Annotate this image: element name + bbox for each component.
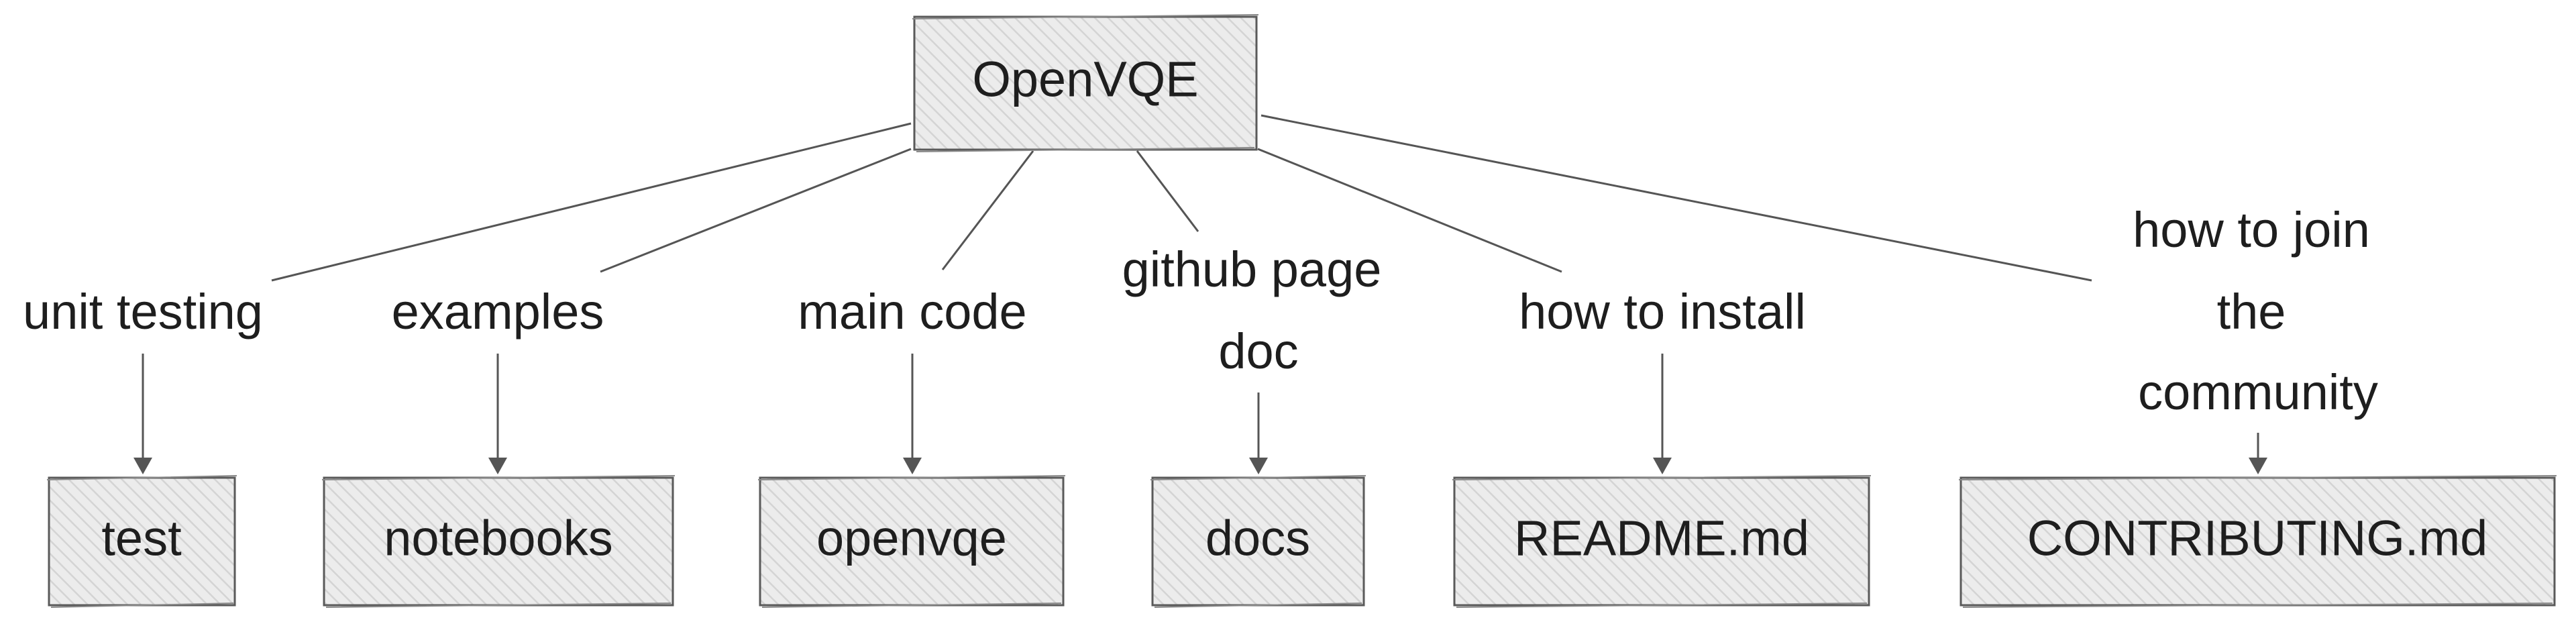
leaf-node-readme[interactable]: README.md — [1452, 475, 1872, 608]
leaf-node-test[interactable]: test — [46, 475, 237, 608]
leaf-label-contributing: CONTRIBUTING.md — [2027, 511, 2488, 566]
category-label-the: the — [2217, 284, 2286, 340]
edge-to-how-to-join — [1260, 114, 2092, 282]
category-label-community: community — [2138, 364, 2378, 420]
edge-to-unit-testing — [271, 122, 912, 282]
arrow-to-docs — [1249, 393, 1268, 474]
edge-to-how-to-install — [1257, 148, 1562, 273]
root-node-label: OpenVQE — [972, 52, 1198, 107]
category-label-examples: examples — [392, 284, 604, 340]
category-label-github-page: github page — [1122, 242, 1382, 297]
leaf-arrows — [133, 354, 2267, 474]
arrow-to-readme — [1653, 354, 1672, 474]
arrow-to-contributing — [2249, 433, 2267, 474]
leaf-label-notebooks: notebooks — [384, 511, 613, 566]
edge-to-examples — [600, 148, 912, 273]
arrow-to-test — [133, 354, 152, 474]
arrow-to-notebooks — [488, 354, 507, 474]
edge-to-main-code — [941, 150, 1034, 270]
root-node-openvqe[interactable]: OpenVQE — [912, 14, 1259, 152]
leaf-label-openvqe: openvqe — [816, 511, 1007, 566]
root-connectors — [271, 114, 2092, 282]
edge-to-github-page-doc — [1136, 150, 1199, 232]
leaf-node-docs[interactable]: docs — [1150, 475, 1366, 608]
leaf-node-openvqe[interactable]: openvqe — [757, 475, 1066, 608]
leaf-node-contributing[interactable]: CONTRIBUTING.md — [1958, 475, 2557, 608]
leaf-label-test: test — [101, 511, 182, 566]
leaf-label-docs: docs — [1205, 511, 1310, 566]
leaf-label-readme: README.md — [1514, 511, 1809, 566]
category-label-how-to-join: how to join — [2133, 202, 2370, 258]
category-label-doc: doc — [1218, 323, 1298, 379]
category-label-main-code: main code — [798, 284, 1026, 340]
category-label-how-to-install: how to install — [1519, 284, 1806, 340]
arrow-to-openvqe — [903, 354, 922, 474]
category-label-unit-testing: unit testing — [23, 284, 263, 340]
category-labels: unit testing examples main code github p… — [23, 202, 2378, 420]
leaf-node-notebooks[interactable]: notebooks — [321, 475, 676, 608]
